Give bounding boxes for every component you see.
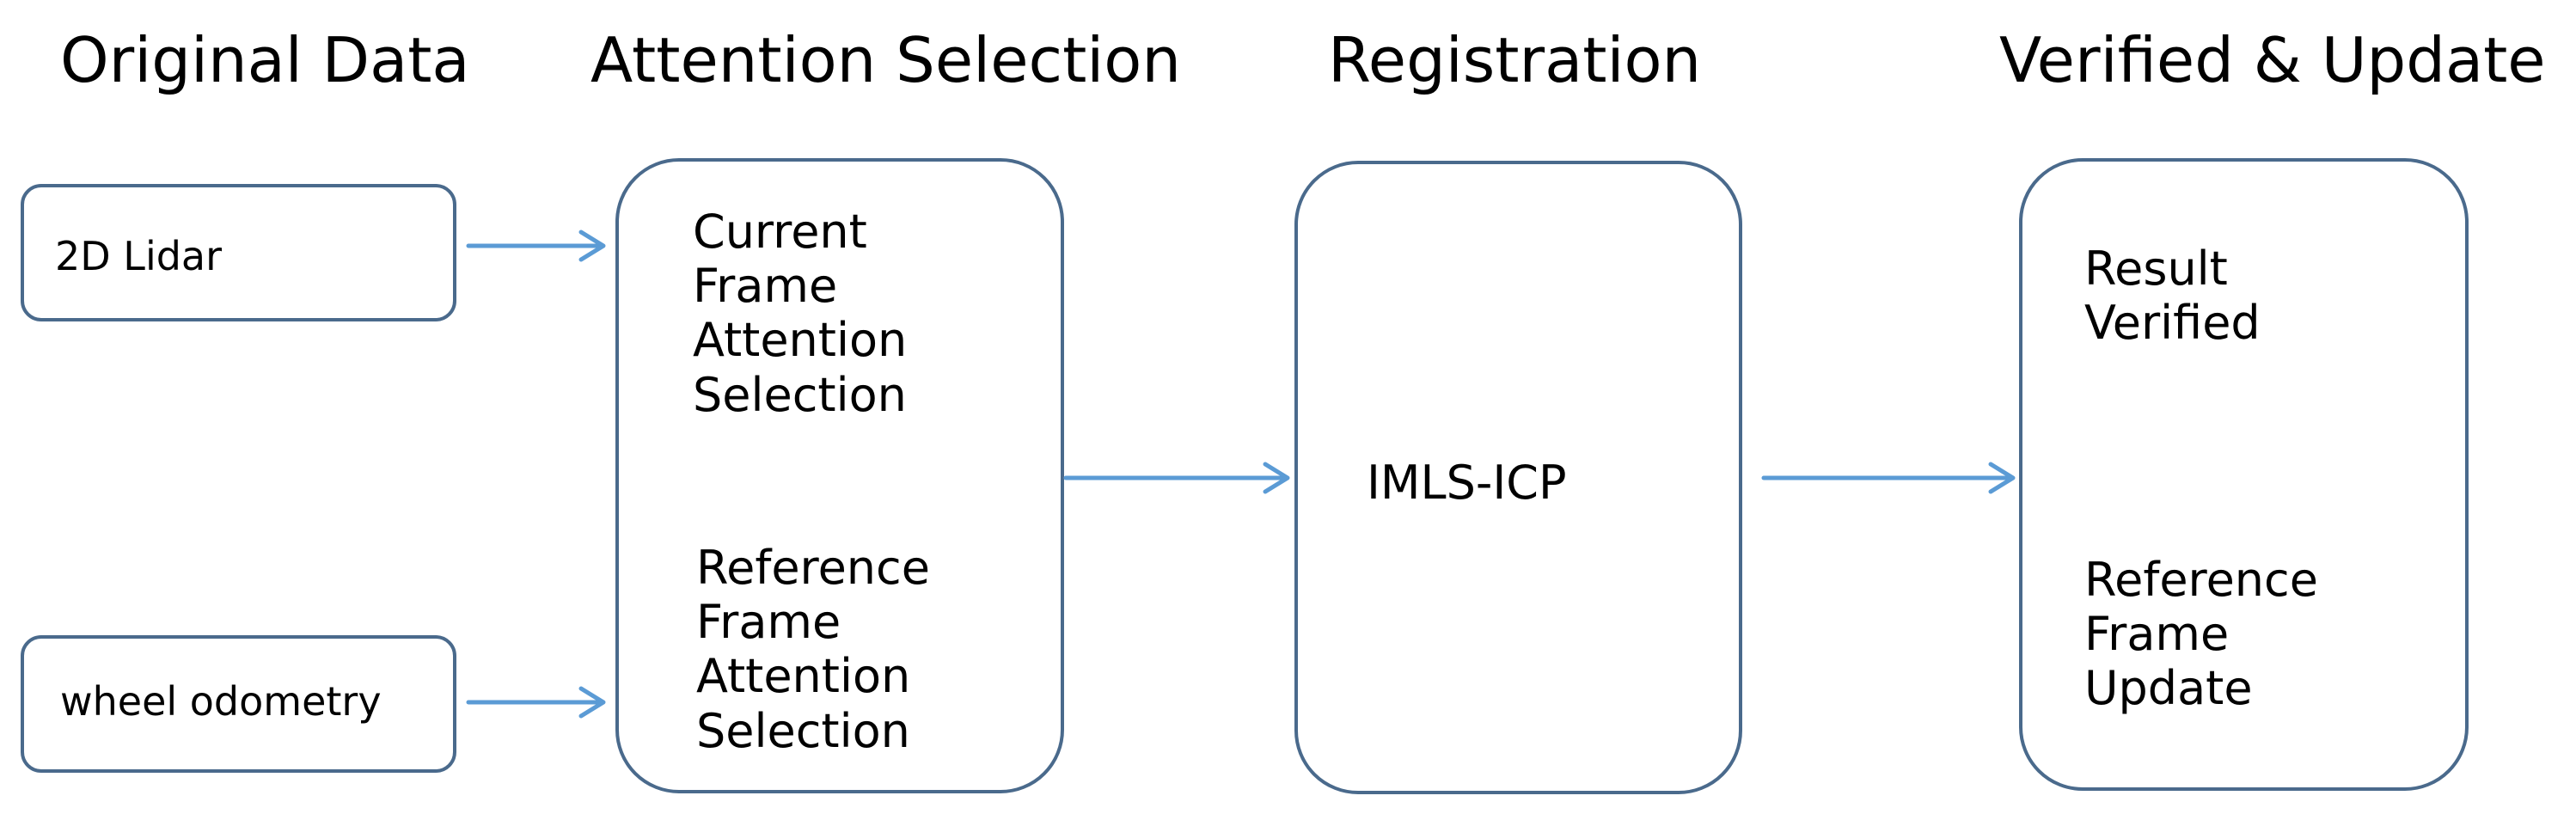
reference-line-2: Frame — [696, 595, 841, 650]
heading-verified-update: Verified & Update — [1999, 24, 2546, 96]
result-line-1: Result — [2084, 242, 2228, 296]
reference-frame-attention-text: Reference Frame Attention Selection — [696, 541, 930, 758]
result-verified-text: Result Verified — [2084, 242, 2261, 350]
current-line-2: Frame — [693, 259, 838, 314]
result-line-2: Verified — [2084, 296, 2261, 351]
lidar-input-box: 2D Lidar — [21, 184, 456, 321]
reference-line-1: Reference — [696, 541, 930, 595]
heading-attention-selection: Attention Selection — [590, 24, 1181, 96]
update-line-2: Frame — [2084, 607, 2230, 662]
arrow-registration-to-verified — [1761, 462, 2016, 494]
attention-selection-box: Current Frame Attention Selection Refere… — [615, 158, 1064, 793]
current-line-3: Attention — [693, 313, 908, 368]
arrow-odometry-to-attention — [466, 686, 606, 719]
reference-frame-update-text: Reference Frame Update — [2084, 553, 2318, 716]
registration-box: IMLS-ICP — [1294, 161, 1742, 794]
odometry-input-box: wheel odometry — [21, 635, 456, 773]
imls-icp-label: IMLS-ICP — [1367, 456, 1567, 510]
heading-registration: Registration — [1328, 24, 1702, 96]
arrow-attention-to-registration — [1063, 462, 1290, 494]
current-line-1: Current — [693, 205, 867, 259]
update-line-3: Update — [2084, 661, 2253, 716]
current-frame-attention-text: Current Frame Attention Selection — [693, 205, 907, 422]
odometry-label: wheel odometry — [60, 678, 382, 725]
update-line-1: Reference — [2084, 553, 2318, 607]
lidar-label: 2D Lidar — [55, 233, 223, 279]
verified-update-box: Result Verified Reference Frame Update — [2019, 158, 2469, 791]
heading-original-data: Original Data — [60, 24, 470, 96]
arrow-lidar-to-attention — [466, 230, 606, 262]
current-line-4: Selection — [693, 367, 907, 422]
reference-line-3: Attention — [696, 649, 911, 704]
reference-line-4: Selection — [696, 703, 910, 758]
